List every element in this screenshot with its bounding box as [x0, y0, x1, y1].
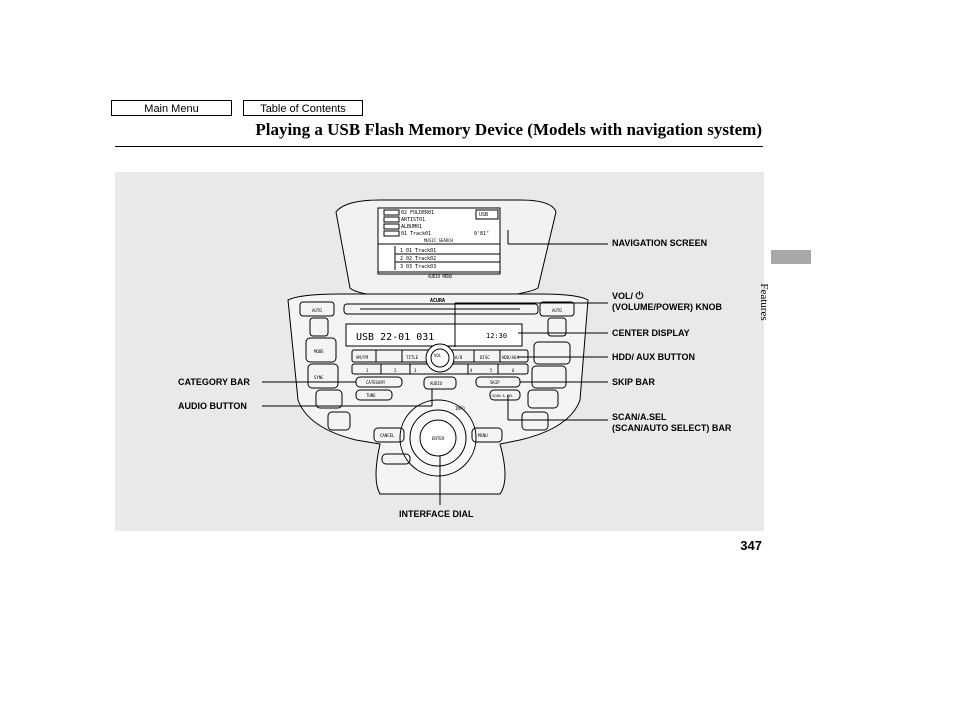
audio-button [423, 376, 457, 390]
preset-3: 3 [414, 368, 417, 373]
audio-label: AUDIO [430, 381, 443, 386]
screen-time-text: 0'81" [474, 231, 489, 237]
callout-center-display: CENTER DISPLAY [612, 328, 690, 338]
callout-skip-bar: SKIP BAR [612, 377, 655, 387]
screen-source-text: USB [479, 212, 488, 218]
skip-label: SKIP [490, 380, 500, 385]
section-label: Features [758, 283, 770, 321]
scan-label: SCAN A.SEL [492, 394, 513, 398]
section-tab [771, 250, 811, 264]
sync-label: SYNC [314, 375, 324, 380]
brand-label: ACURA [430, 298, 445, 304]
callout-category-bar: CATEGORY BAR [178, 377, 250, 387]
vol-label: VOL [434, 353, 442, 358]
screen-list-1: 1 01 Track01 [400, 248, 436, 254]
preset-2: 2 [394, 368, 397, 373]
center-display-clock: 12:30 [486, 332, 507, 340]
screen-track-text: 01 Track01 [401, 231, 431, 237]
callout-interface-dial: INTERFACE DIAL [399, 509, 474, 519]
btn-ad-label: A/D [455, 355, 463, 360]
preset-4: 4 [470, 368, 473, 373]
auto-left-label: AUTO [312, 308, 322, 313]
enter-label: ENTER [432, 436, 445, 441]
screen-artist-text: ARTIST01 [401, 217, 425, 223]
preset-6: 6 [512, 368, 515, 373]
mode-label: MODE [314, 349, 324, 354]
screen-audio-menu: AUDIO MENU [428, 274, 453, 279]
callout-scan-line2: (SCAN/AUTO SELECT) BAR [612, 423, 732, 433]
main-menu-button[interactable]: Main Menu [111, 100, 232, 116]
callout-vol-line2: (VOLUME/POWER) KNOB [612, 302, 722, 312]
volume-knob [425, 343, 455, 373]
title-rule [115, 146, 763, 147]
preset-1: 1 [366, 368, 369, 373]
callout-vol: VOL/ ⏻ [612, 291, 643, 302]
scan-bar [489, 389, 521, 401]
center-display-text: USB 22-01 031 [356, 332, 434, 343]
btn-amfm-label: AM/FM [356, 355, 369, 360]
callout-navigation-screen: NAVIGATION SCREEN [612, 238, 708, 248]
screen-album-text: ALBUM01 [401, 224, 422, 230]
info-label: INFO [455, 406, 465, 411]
btn-title-label: TITLE [406, 355, 419, 360]
menu-label: MENU [478, 433, 488, 438]
auto-right-label: AUTO [552, 308, 562, 313]
screen-folder-text: 02 FOLDER01 [401, 210, 434, 216]
screen-music-search: MUSIC SEARCH [424, 238, 453, 243]
tune-label: TUNE [366, 393, 376, 398]
screen-list-3: 3 03 Track03 [400, 264, 436, 270]
page-title: Playing a USB Flash Memory Device (Model… [255, 120, 762, 139]
cancel-label: CANCEL [380, 433, 395, 438]
table-of-contents-button[interactable]: Table of Contents [243, 100, 363, 116]
preset-5: 5 [490, 368, 493, 373]
btn-disc-label: DISC [480, 355, 490, 360]
screen-list-2: 2 02 Track02 [400, 256, 436, 262]
callout-audio-button: AUDIO BUTTON [178, 401, 247, 411]
callout-hdd-aux: HDD/ AUX BUTTON [612, 352, 695, 362]
callout-vol-line1: VOL/ [612, 291, 634, 301]
power-icon: ⏻ [635, 291, 644, 302]
category-label: CATEGORY [366, 380, 386, 385]
btn-hddaux-label: HDD/AUX [502, 355, 519, 360]
page-number: 347 [740, 538, 762, 553]
callout-scan-line1: SCAN/A.SEL [612, 412, 667, 422]
